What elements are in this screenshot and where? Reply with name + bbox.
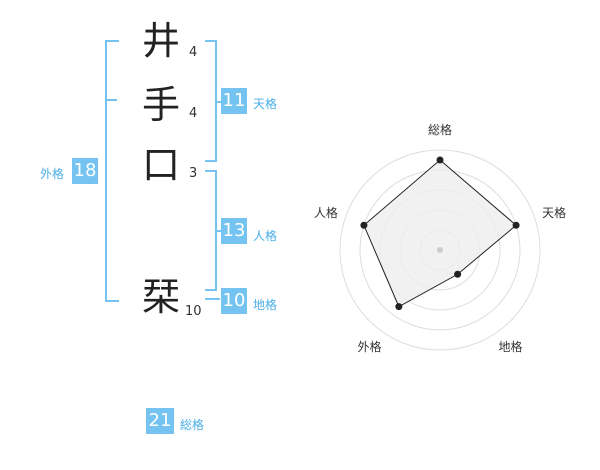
jinkaku-connector	[215, 230, 221, 232]
radar-series-area	[363, 159, 517, 308]
tenkaku-value: 11	[221, 88, 247, 114]
soukaku-value: 21	[146, 408, 174, 434]
radar-point-1	[436, 156, 444, 164]
stroke-count-1: 4	[189, 45, 198, 60]
stroke-count-4: 10	[185, 304, 202, 319]
chikaku-value: 10	[221, 288, 247, 314]
gaikaku-bracket	[105, 40, 119, 302]
jinkaku-value: 13	[221, 218, 247, 244]
stroke-count-2: 4	[189, 106, 198, 121]
name-char-4: 栞	[142, 275, 181, 319]
radar-point-4	[395, 303, 403, 311]
gaikaku-bracket-tick	[105, 99, 117, 101]
tenkaku-connector	[215, 101, 221, 103]
soukaku-label: 総格	[180, 418, 205, 432]
radar-grid-ring	[339, 149, 541, 351]
radar-axis-label-3: 地格	[499, 339, 523, 354]
chikaku-label: 地格	[253, 298, 278, 312]
radar-point-2	[512, 221, 520, 229]
radar-axis-label-4: 外格	[357, 339, 381, 354]
radar-point-5	[360, 221, 368, 229]
radar-axis-label-1: 総格	[428, 122, 452, 137]
radar-point-3	[454, 270, 462, 278]
name-char-1: 井	[142, 19, 181, 63]
radar-center-dot	[437, 247, 443, 253]
radar-axis-label-5: 人格	[314, 205, 338, 220]
radar-axis-label-2: 天格	[542, 205, 566, 220]
name-char-3: 口	[142, 143, 181, 187]
tenkaku-label: 天格	[253, 97, 278, 111]
name-char-2: 手	[142, 83, 181, 127]
stroke-count-3: 3	[189, 166, 198, 181]
gaikaku-label: 外格	[40, 167, 65, 181]
jinkaku-label: 人格	[253, 229, 278, 243]
gaikaku-value: 18	[72, 158, 98, 184]
chikaku-connector	[205, 298, 220, 300]
